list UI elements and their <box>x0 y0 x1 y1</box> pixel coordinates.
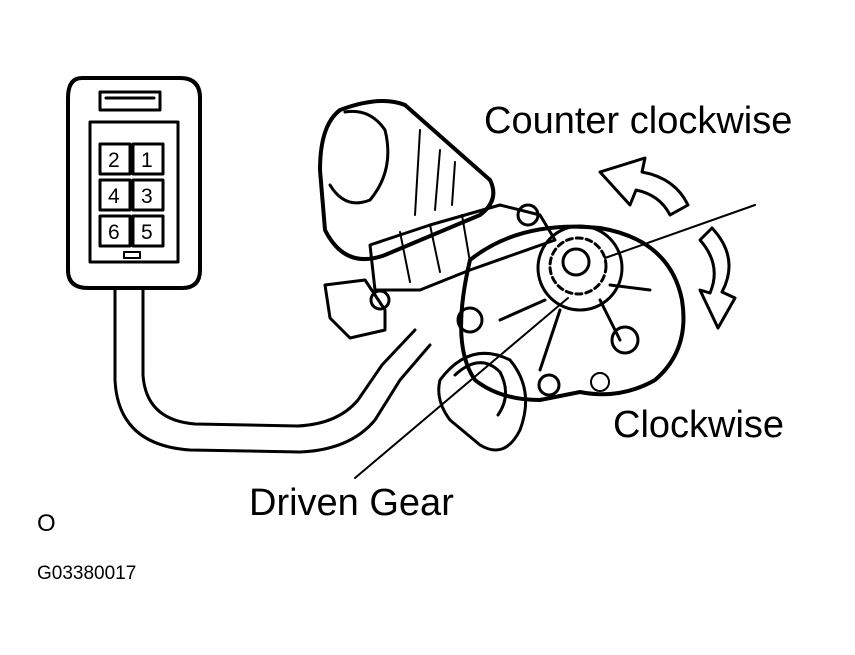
pin-label: 5 <box>141 221 153 244</box>
pin-cell <box>98 142 132 176</box>
leader-line-gear <box>354 297 569 479</box>
housing-rib <box>498 283 652 372</box>
pin-label: 3 <box>141 185 153 208</box>
mounting-boss <box>456 306 484 334</box>
motor-cylinder <box>318 99 496 261</box>
motor <box>318 99 557 292</box>
connector-inner-frame <box>88 120 180 264</box>
pin-label: 1 <box>141 149 153 172</box>
pin-cell <box>131 214 165 248</box>
pin-label: 2 <box>108 149 120 172</box>
driven-gear-outer <box>536 224 624 312</box>
mounting-boss <box>516 203 540 227</box>
mounting-boss <box>610 325 640 355</box>
counter-clockwise-arrow <box>598 156 690 217</box>
mounting-boss <box>537 373 561 397</box>
clip-hole <box>369 289 391 311</box>
leader-line-ccw <box>604 204 756 259</box>
figure-mark: O <box>37 510 56 537</box>
pin-cell <box>131 142 165 176</box>
driven-gear-label: Driven Gear <box>249 482 454 524</box>
gear-housing <box>456 203 686 402</box>
motor-bracket <box>368 203 557 292</box>
motor-bracket-detail <box>399 214 471 283</box>
connector-clip <box>323 278 387 340</box>
figure-code: G03380017 <box>37 563 137 584</box>
counter-clockwise-label: Counter clockwise <box>484 100 793 142</box>
driven-gear-hub <box>561 247 591 277</box>
connector: 2 1 4 3 6 5 <box>66 76 202 290</box>
clockwise-label: Clockwise <box>613 404 785 446</box>
wire-clamp <box>437 351 528 452</box>
pin-cell <box>131 178 165 212</box>
motor-end-cap <box>328 109 390 205</box>
pin-label: 6 <box>108 221 120 244</box>
wire-clamp <box>453 361 507 417</box>
connector-latch <box>98 90 162 112</box>
pin-label: 4 <box>108 185 120 208</box>
pin-cell <box>98 178 132 212</box>
pin-cell <box>98 214 132 248</box>
clockwise-arrow <box>698 226 737 330</box>
connector-housing <box>66 76 202 290</box>
mounting-boss <box>590 372 610 392</box>
wire-harness <box>141 286 417 428</box>
connector-key <box>123 251 141 259</box>
gear-housing-body <box>459 224 686 402</box>
motor-ribs <box>414 129 456 216</box>
wire-harness <box>113 286 432 454</box>
driven-gear-teeth <box>548 236 608 296</box>
